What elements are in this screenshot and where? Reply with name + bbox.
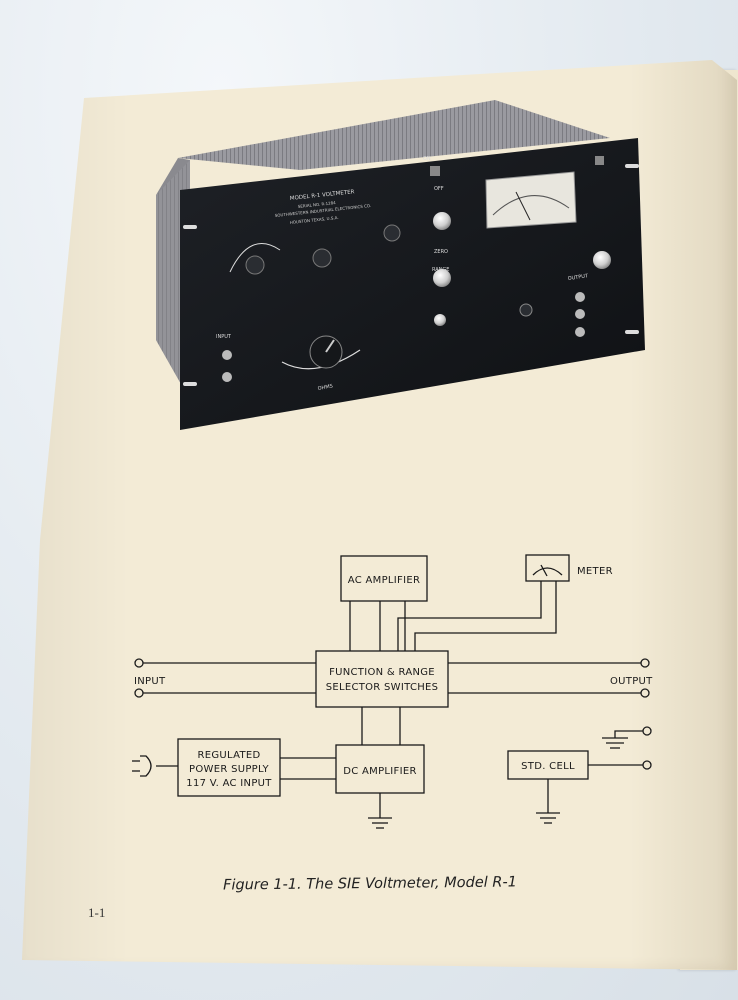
std-cell-label: STD. CELL bbox=[521, 761, 575, 772]
panel-switch bbox=[595, 156, 604, 165]
panel-city: HOUSTON TEXAS, U.S.A. bbox=[290, 215, 339, 225]
function-range-label-1: FUNCTION & RANGE bbox=[329, 667, 435, 678]
panel-input-label: INPUT bbox=[216, 334, 232, 340]
panel-output-label: OUTPUT bbox=[567, 273, 589, 282]
dc-amplifier-label: DC AMPLIFIER bbox=[343, 766, 416, 777]
power-supply-box bbox=[177, 738, 281, 797]
input-post-2 bbox=[222, 372, 232, 382]
power-supply-label-1: REGULATED bbox=[197, 750, 260, 761]
page-number: 1-1 bbox=[88, 905, 106, 920]
ac-amplifier-box bbox=[340, 555, 428, 602]
meter-label: METER bbox=[577, 566, 613, 577]
panel-ohms-label: OHMS bbox=[317, 383, 333, 392]
output-post-1 bbox=[575, 292, 585, 302]
dc-dial bbox=[383, 224, 401, 242]
meter-box bbox=[525, 554, 570, 582]
input-post-1 bbox=[222, 350, 232, 360]
panel-meter bbox=[485, 171, 577, 229]
panel-zero-label: ZERO bbox=[434, 249, 448, 255]
output-post-2 bbox=[575, 309, 585, 319]
output-post-3 bbox=[575, 327, 585, 337]
power-supply-label-3: 117 V. AC INPUT bbox=[186, 778, 272, 789]
function-dial bbox=[245, 255, 265, 275]
cabinet-top bbox=[178, 100, 610, 170]
power-toggle bbox=[430, 166, 440, 176]
voltmeter-photo: MODEL R-1 VOLTMETER SERIAL NO. R-1284 SO… bbox=[156, 100, 645, 430]
zero-knob bbox=[433, 212, 451, 230]
adjust-knob bbox=[593, 251, 611, 269]
panel-serial: SERIAL NO. R-1284 bbox=[298, 200, 337, 209]
panel-on-label: ON bbox=[423, 156, 431, 162]
range-knob bbox=[433, 269, 451, 287]
panel-off-label: OFF bbox=[434, 186, 444, 192]
small-knob bbox=[434, 314, 446, 326]
std-cell-dial bbox=[519, 303, 533, 317]
output-label: OUTPUT bbox=[610, 676, 653, 687]
input-label: INPUT bbox=[134, 676, 166, 687]
mode-dial bbox=[312, 248, 332, 268]
front-panel bbox=[180, 138, 645, 430]
ac-amplifier-label: AC AMPLIFIER bbox=[348, 575, 420, 586]
power-supply-label-2: POWER SUPPLY bbox=[189, 764, 270, 775]
function-range-label-2: SELECTOR SWITCHES bbox=[326, 682, 439, 693]
function-range-box bbox=[315, 650, 449, 708]
block-diagram: AC AMPLIFIER METER FUNCTION & RANGE SELE… bbox=[132, 554, 653, 829]
